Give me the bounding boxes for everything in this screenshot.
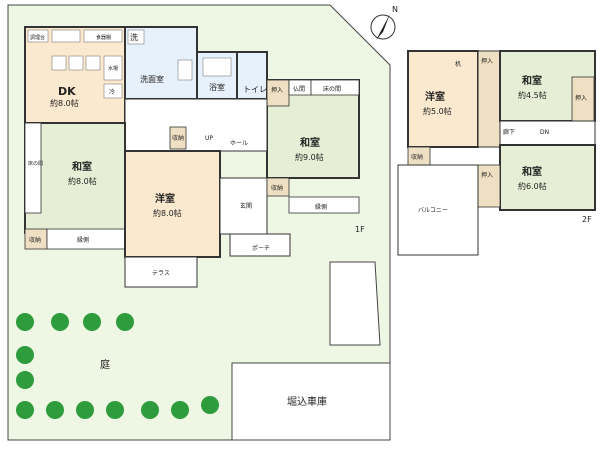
japanese-room-8 (24, 122, 126, 234)
svg-text:押入: 押入 (481, 171, 493, 179)
western-room-8 (124, 150, 221, 258)
svg-text:収納: 収納 (271, 184, 283, 192)
svg-text:N: N (392, 5, 398, 14)
svg-text:洋室: 洋室 (155, 192, 175, 205)
svg-text:収納: 収納 (29, 236, 41, 244)
svg-text:ホール: ホール (230, 140, 248, 147)
svg-text:約8.0帖: 約8.0帖 (153, 208, 182, 218)
exterior-stairs (329, 261, 381, 346)
svg-text:ポーチ: ポーチ (252, 244, 270, 252)
svg-text:仏間: 仏間 (293, 86, 305, 93)
svg-text:2F: 2F (582, 215, 592, 224)
corridor-2f (499, 120, 596, 146)
svg-text:約9.0帖: 約9.0帖 (295, 152, 324, 162)
svg-text:廊下: 廊下 (503, 128, 515, 136)
svg-text:冷: 冷 (109, 88, 115, 96)
svg-text:床の間: 床の間 (323, 85, 341, 93)
toilet-room (236, 51, 268, 100)
svg-text:約5.0帖: 約5.0帖 (423, 106, 452, 116)
svg-text:玄関: 玄関 (240, 202, 252, 210)
svg-text:テラス: テラス (152, 270, 170, 277)
western-room-5 (407, 50, 479, 148)
svg-text:調理台: 調理台 (30, 34, 45, 41)
svg-text:床の間: 床の間 (28, 160, 43, 167)
svg-text:机: 机 (455, 60, 461, 68)
svg-text:縁側: 縁側 (77, 236, 89, 244)
svg-text:約4.5帖: 約4.5帖 (518, 90, 547, 100)
dk-size: 約8.0帖 (50, 98, 79, 108)
svg-text:和室: 和室 (299, 136, 320, 149)
terrace (124, 256, 198, 288)
svg-text:収納: 収納 (411, 153, 423, 161)
compass: N (370, 5, 398, 40)
svg-text:洗面室: 洗面室 (140, 74, 164, 84)
svg-text:食器棚: 食器棚 (96, 34, 111, 41)
japanese-room-6 (499, 144, 596, 211)
svg-text:DN: DN (540, 129, 549, 136)
dk-name: DK (58, 85, 76, 98)
svg-text:和室: 和室 (521, 74, 542, 87)
svg-text:洋室: 洋室 (425, 90, 445, 103)
svg-text:洗: 洗 (130, 32, 138, 42)
svg-text:収納: 収納 (172, 134, 184, 142)
svg-text:浴室: 浴室 (209, 82, 225, 92)
svg-text:約6.0帖: 約6.0帖 (518, 181, 547, 191)
svg-text:縁側: 縁側 (315, 203, 327, 211)
svg-text:押入: 押入 (575, 94, 587, 102)
svg-text:堀込車庫: 堀込車庫 (287, 395, 327, 408)
floor-2: 机 洋室 約5.0帖 押入 和室 約4.5帖 押入 廊下 DN 収納 和室 約6… (397, 50, 596, 256)
porch (229, 233, 291, 257)
garden-trees (16, 313, 219, 419)
svg-text:約8.0帖: 約8.0帖 (68, 176, 97, 186)
svg-text:UP: UP (205, 135, 213, 142)
svg-text:押入: 押入 (481, 57, 493, 65)
svg-text:押入: 押入 (271, 86, 283, 94)
garden-label: 庭 (100, 358, 110, 371)
garage (231, 362, 391, 441)
entrance (219, 177, 268, 235)
balcony (397, 164, 479, 256)
svg-text:和室: 和室 (521, 165, 542, 178)
svg-text:水場: 水場 (108, 65, 118, 72)
svg-text:1F: 1F (355, 225, 365, 234)
svg-text:バルコニー: バルコニー (418, 207, 448, 214)
svg-text:和室: 和室 (71, 160, 92, 173)
floor-1: 調理台 食器棚 水場 冷 DK 約8.0帖 洗 洗面室 浴室 トイレ 押入 仏間… (24, 26, 365, 288)
svg-text:トイレ: トイレ (243, 85, 267, 94)
hall (124, 98, 268, 152)
